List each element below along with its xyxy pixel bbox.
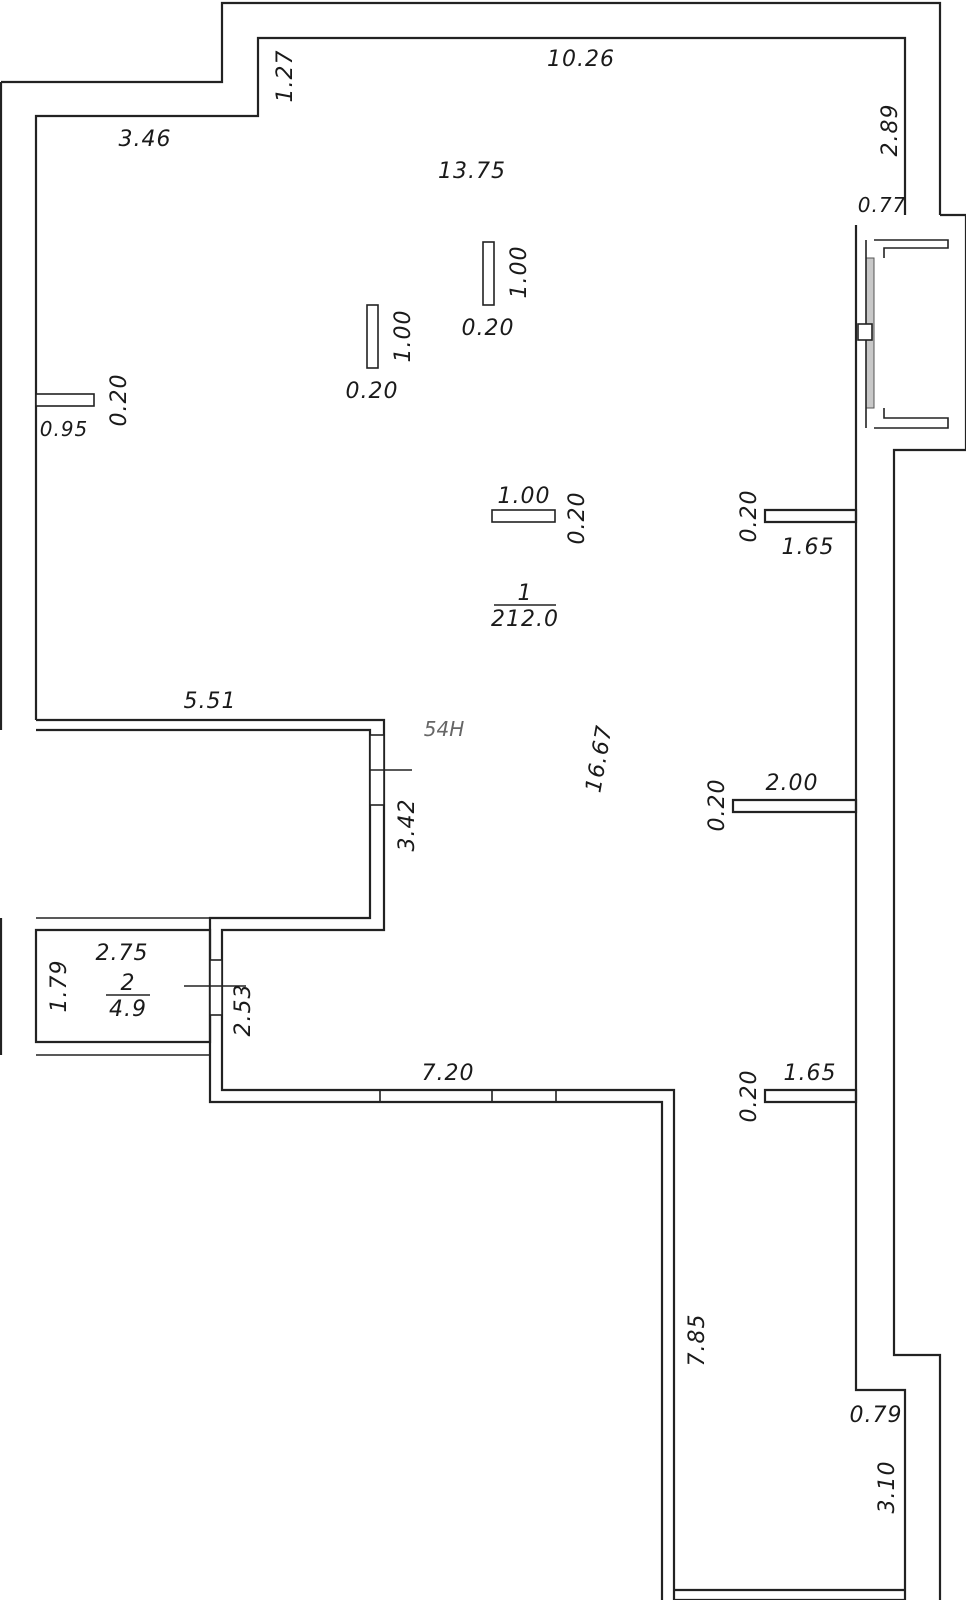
fins [731, 508, 858, 1104]
dim-bottom-width: 7.20 [422, 1061, 475, 1086]
dim-pillar3-w: 0.20 [565, 492, 590, 545]
doors [184, 734, 557, 1102]
dim-wc-height: 1.79 [47, 960, 72, 1013]
pillar-left [366, 304, 379, 369]
outer-top-notch [1, 1, 942, 215]
dim-right-long: 7.85 [685, 1314, 710, 1367]
dim-wc-width: 2.75 [96, 941, 149, 966]
room-2-area: 4.9 [109, 997, 147, 1022]
window-frame [874, 239, 949, 429]
fin-2 [731, 798, 858, 814]
dim-corridor-height: 3.42 [395, 799, 420, 852]
pillar-center [491, 509, 556, 523]
window-latch [857, 323, 873, 341]
dim-pillar3-len: 1.00 [498, 484, 551, 509]
dimension-labels: 10.26 1.27 3.46 2.89 13.75 0.77 1.00 0.2… [40, 47, 907, 1514]
dim-right-bottom: 3.10 [875, 1461, 900, 1514]
room-labels: 1 212.0 2 4.9 [106, 581, 559, 1022]
dim-pillar2-len: 1.00 [391, 310, 416, 363]
dim-left-step: 1.27 [273, 50, 298, 103]
pillar-top [482, 241, 495, 306]
dim-long-diagonal: 16.67 [581, 723, 617, 794]
dim-window-depth: 0.77 [858, 193, 907, 217]
dim-pillar2-w: 0.20 [346, 379, 399, 404]
corridor-inner [36, 728, 664, 1600]
dim-left-stub-len: 0.95 [40, 417, 89, 441]
dim-left-stub-w: 0.20 [107, 374, 132, 427]
dim-wc-door: 2.53 [231, 984, 256, 1037]
corridor-outer [36, 718, 676, 1600]
pillars [35, 241, 556, 523]
dim-pillar1-w: 0.20 [462, 316, 515, 341]
wc-box [34, 928, 212, 1044]
dim-pillar1-len: 1.00 [507, 246, 532, 299]
dim-fin2-w: 0.20 [705, 779, 730, 832]
outer-right-wall [892, 213, 966, 1600]
window-bay [857, 239, 949, 429]
mark-54h: 54H [424, 717, 465, 741]
inner-right-wall [854, 225, 907, 1600]
dim-left-top: 3.46 [119, 127, 172, 152]
fin-1 [763, 508, 858, 524]
dim-right-step: 0.79 [850, 1403, 903, 1428]
room-2-number: 2 [121, 971, 136, 996]
inner-top-contour [34, 36, 907, 720]
wc-door-frame [209, 959, 223, 1016]
wc-bottom-wall [36, 917, 210, 1056]
dim-fin1-len: 1.65 [782, 535, 835, 560]
dim-top-width: 10.26 [547, 47, 615, 72]
left-wall-stub [35, 393, 95, 407]
dim-fin2-len: 2.00 [766, 771, 819, 796]
dim-fin1-w: 0.20 [737, 490, 762, 543]
dim-right-top: 2.89 [878, 104, 903, 157]
bottom-door-ticks [379, 1090, 557, 1102]
fin-3 [763, 1088, 858, 1104]
dim-corridor-width: 5.51 [184, 689, 237, 714]
dim-fin3-w: 0.20 [737, 1070, 762, 1123]
dim-fin3-len: 1.65 [784, 1061, 837, 1086]
dim-diagonal: 13.75 [438, 159, 506, 184]
bottom-right-segment [674, 1588, 905, 1600]
room-1-number: 1 [518, 581, 533, 606]
room-1-area: 212.0 [491, 607, 559, 632]
